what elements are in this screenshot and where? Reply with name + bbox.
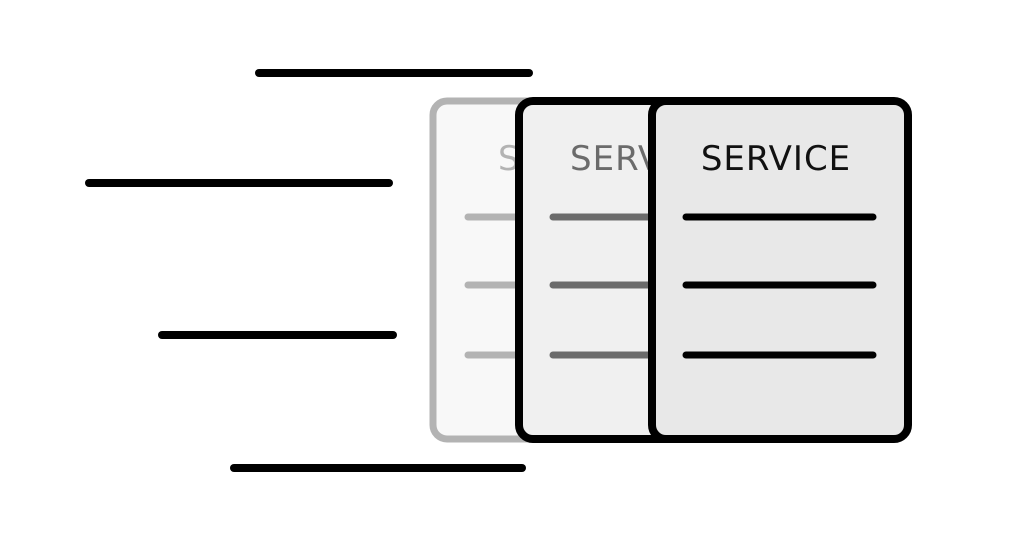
service-card-front: SERVICE [648,97,912,443]
card-title-middle: SERVICE [570,139,720,179]
speed-lines [85,69,533,472]
card-title: SERVICE [701,139,851,179]
